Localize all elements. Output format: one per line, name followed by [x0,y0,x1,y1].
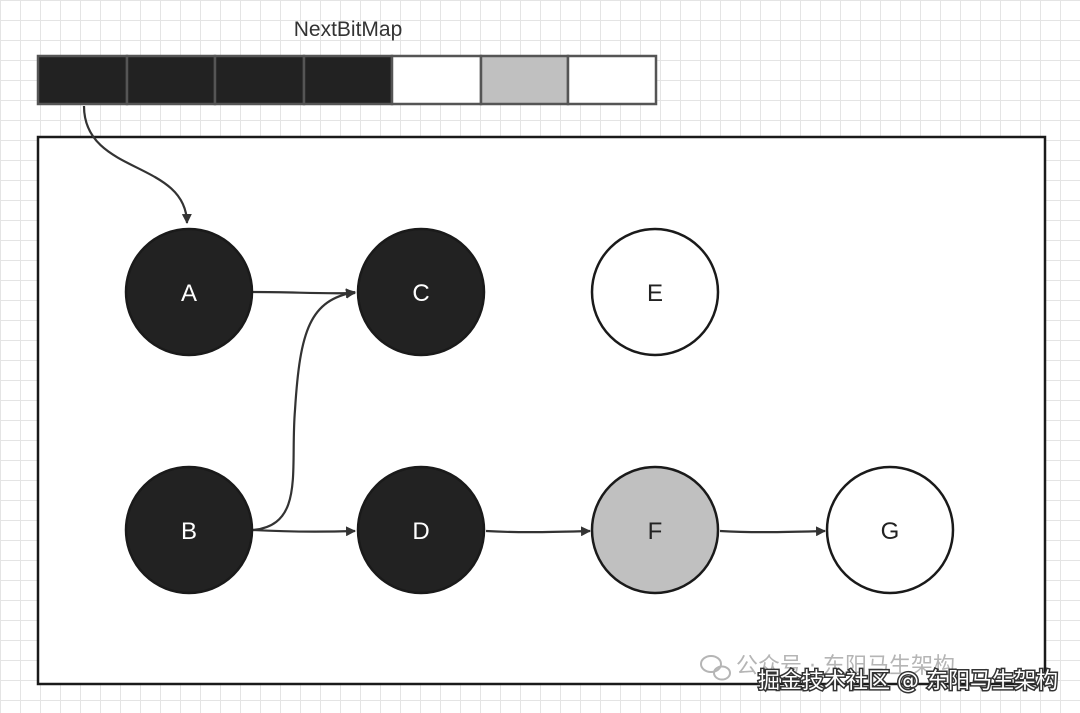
bitmap-cell-4 [390,54,483,106]
edge-b-to-d [252,526,356,537]
watermark-wechat-text: 公众号 · 东阳马生架构 [736,654,955,679]
edge-bitmap-to-a [82,105,192,224]
node-f-label: F [648,518,663,545]
reference-edges [82,105,826,537]
node-b: B [124,465,254,595]
bitmap-cell-6 [566,54,658,106]
node-a: A [124,227,254,357]
bitmap-cell-2 [213,54,306,106]
next-bitmap [36,54,658,106]
node-a-label: A [181,280,197,307]
node-g-label: G [881,518,900,545]
node-e-label: E [647,280,663,307]
node-e: E [590,227,720,357]
object-nodes: A B C D E F G [124,227,955,595]
watermark-site-text: 掘金技术社区 @ 东阳马生架构 [758,669,1058,694]
node-e-circle [590,227,720,357]
node-c: C [356,227,486,357]
heap-region-frame [36,135,1047,686]
node-b-label: B [181,518,197,545]
node-d: D [356,465,486,595]
node-c-label: C [412,280,429,307]
wechat-icon [700,655,731,681]
edge-a-to-c [252,288,356,299]
bitmap-title: NextBitMap [294,18,403,41]
node-c-circle [356,227,486,357]
node-f: F [590,465,720,595]
bitmap-cell-5 [479,54,570,106]
bitmap-cell-3 [302,54,394,106]
node-g: G [825,465,955,595]
bitmap-cell-1 [125,54,217,106]
edge-f-to-g [719,526,826,537]
edge-d-to-f [485,526,591,537]
node-a-circle [124,227,254,357]
node-g-circle [825,465,955,595]
edge-b-to-c [252,288,356,532]
bitmap-cell-0 [36,54,129,106]
node-d-label: D [412,518,429,545]
node-b-circle [124,465,254,595]
node-f-circle [590,465,720,595]
node-d-circle [356,465,486,595]
watermark: 公众号 · 东阳马生架构 掘金技术社区 @ 东阳马生架构 [700,654,1060,696]
